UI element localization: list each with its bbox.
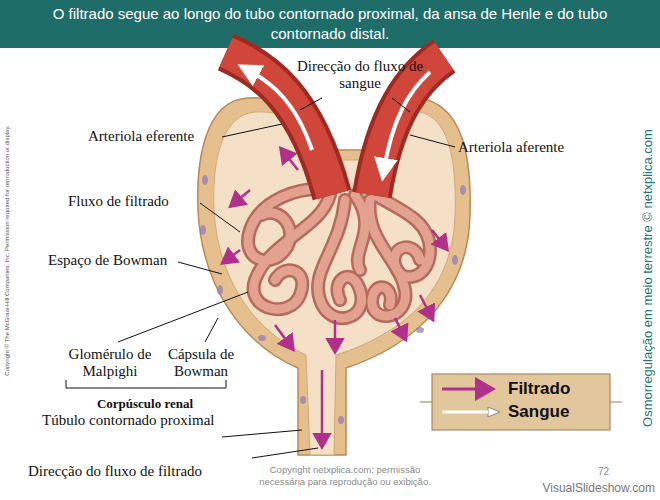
part-label: Arteriola aferente bbox=[458, 139, 564, 156]
part-label: Cápsula de Bowman bbox=[158, 346, 244, 380]
group-label: Corpúsculo renal bbox=[60, 396, 230, 412]
flow-label: Direcção do fluxo de filtrado bbox=[28, 463, 202, 480]
slide-title: O filtrado segue ao longo do tubo contor… bbox=[20, 4, 640, 44]
copyright-note: Copyright © The McGraw-Hill Companies, I… bbox=[4, 85, 11, 415]
part-label: Glomérulo de Malpighi bbox=[62, 346, 158, 380]
part-label: Túbulo contornado proximal bbox=[42, 412, 214, 429]
watermark: VisualSlideshow.com bbox=[542, 481, 655, 495]
part-label: Espaço de Bowman bbox=[48, 252, 167, 269]
slide-number: 72 bbox=[598, 466, 609, 478]
legend-text: Filtrado bbox=[508, 379, 570, 399]
flow-label: Direcção do fluxo de sangue bbox=[290, 58, 430, 92]
side-caption: Osmorregulação em meio terrestre © netxp… bbox=[640, 68, 656, 488]
legend-text: Sangue bbox=[508, 402, 569, 422]
flow-label: Fluxo de filtrado bbox=[68, 193, 169, 210]
copyright-note: Copyright netxplica.com: permissão neces… bbox=[250, 464, 440, 488]
part-label: Arteriola eferente bbox=[88, 128, 194, 145]
